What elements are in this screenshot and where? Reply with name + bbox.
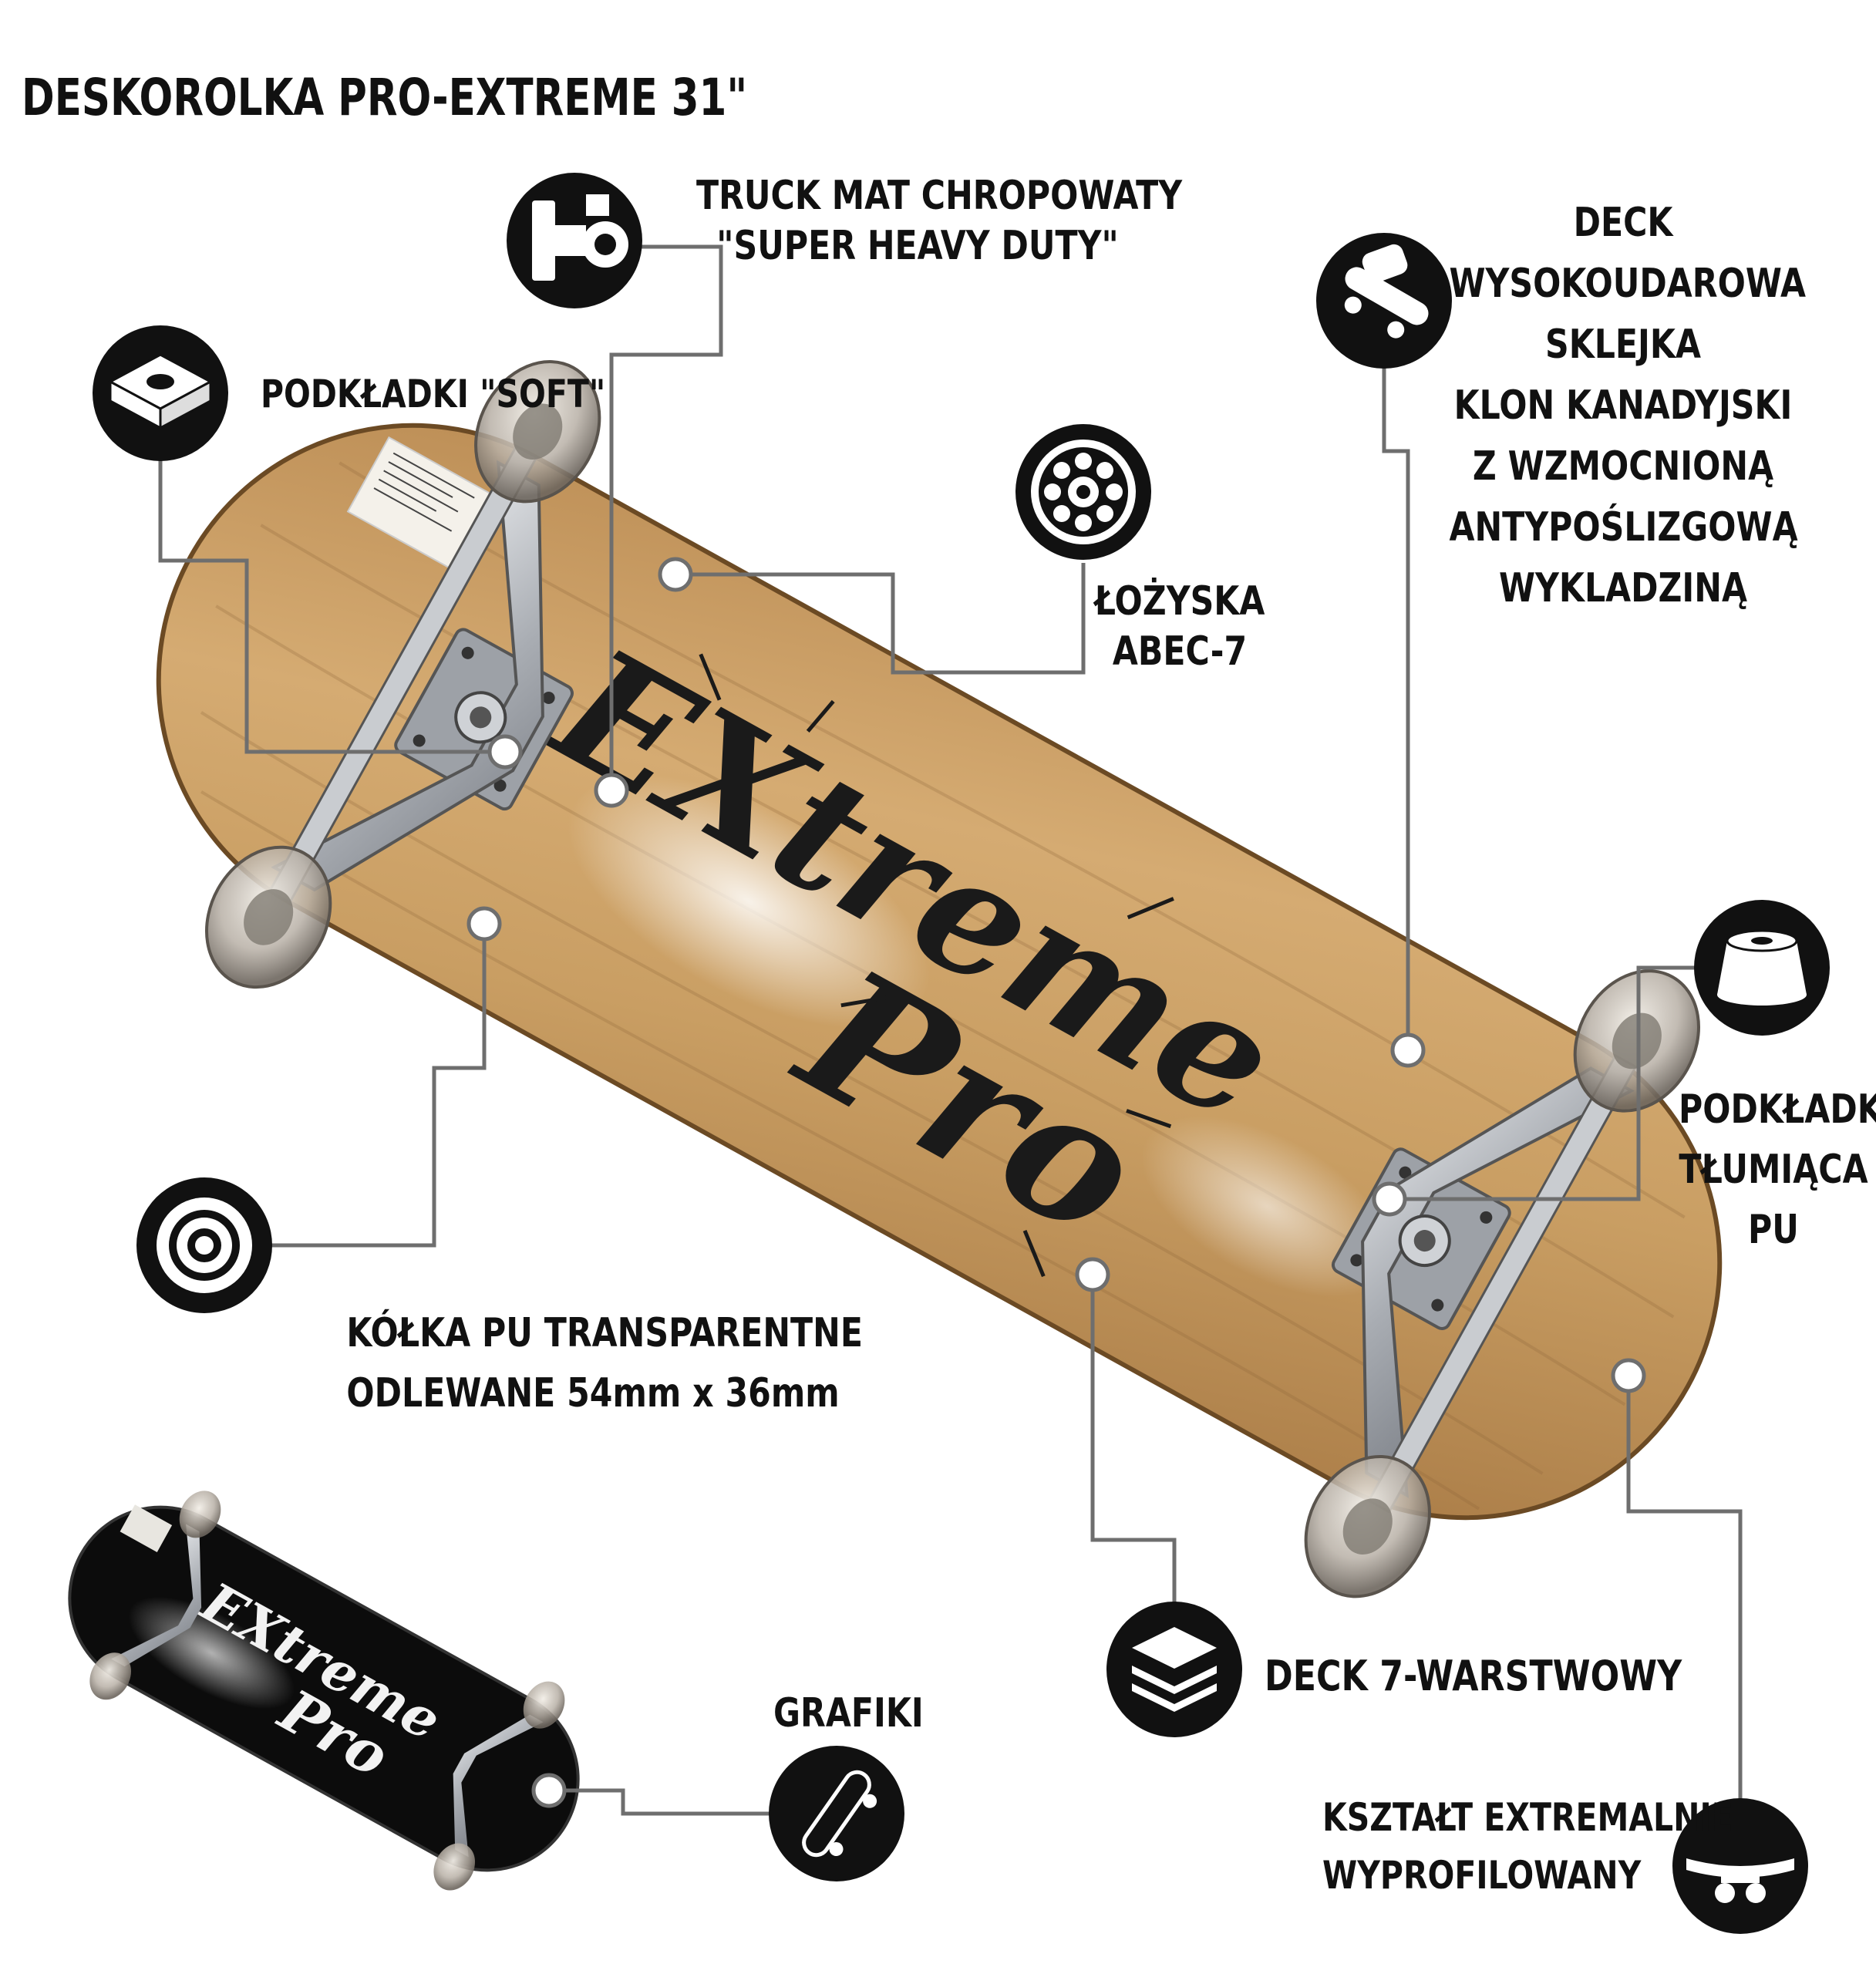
graphic-spikes [699, 653, 1174, 1278]
bushing-icon [1694, 900, 1830, 1036]
dot-truck [594, 773, 629, 808]
label-line: KLON KANADYJSKI [1453, 382, 1793, 429]
label-line: DECK 7-WARSTWOWY [1265, 1652, 1682, 1700]
skateboard-graphic-icon [769, 1746, 904, 1881]
label-line: "SUPER HEAVY DUTY" [716, 223, 1119, 269]
label-line: ANTYPOŚLIZGOWĄ [1449, 504, 1798, 551]
label-line: Z WZMOCNIONĄ [1472, 443, 1774, 490]
dot-layers [1075, 1257, 1110, 1292]
deck-icon [1316, 233, 1452, 369]
dot-deck [1390, 1032, 1426, 1068]
graphics-variant-skateboard: EXtreme Pro [68, 1491, 580, 1891]
label-truck: TRUCK MAT CHROPOWATY "SUPER HEAVY DUTY" [696, 171, 1183, 271]
connector-bushing [1389, 965, 1700, 1201]
label-line: SKLEJKA [1545, 322, 1701, 369]
connector-riser [158, 459, 505, 754]
label-graphics: GRAFIKI [773, 1689, 924, 1739]
label-line: PU [1748, 1207, 1799, 1253]
truck-left [204, 360, 601, 989]
connector-deck [1382, 366, 1410, 1050]
glare [1141, 1116, 1394, 1298]
label-bushing: PODKŁADKA TŁUMIĄCA PU [1679, 1080, 1876, 1260]
label-line: KÓŁKA PU TRANSPARENTNE [346, 1310, 863, 1356]
label-line: ABEC-7 [1112, 628, 1248, 675]
bearing-icon [1015, 424, 1151, 560]
dot-riser [487, 734, 523, 770]
connector-graphics [549, 1788, 771, 1816]
connector-lines [158, 244, 1743, 1816]
label-bearings: ŁOŻYSKA ABEC-7 [1085, 577, 1275, 677]
wheel-icon [136, 1177, 272, 1313]
dot-graphics [531, 1773, 567, 1808]
label-wheels: KÓŁKA PU TRANSPARENTNE ODLEWANE 54mm x 3… [346, 1303, 863, 1423]
glare [568, 774, 930, 1028]
connector-truck [609, 244, 723, 789]
connector-shape [1626, 1376, 1743, 1802]
truck-icon [507, 173, 642, 308]
connector-wheels [266, 924, 487, 1248]
label-line: PODKŁADKI "SOFT" [261, 372, 606, 416]
dot-bushing [1372, 1181, 1407, 1217]
layers-icon [1106, 1602, 1242, 1737]
dot-shape [1611, 1358, 1646, 1393]
connector-dots [466, 557, 1646, 1808]
concave-shape-icon [1672, 1798, 1808, 1934]
label-shape: KSZTAŁT EXTREMALNIE WYPROFILOWANY [1322, 1789, 1733, 1905]
label-line: WYPROFILOWANY [1322, 1853, 1642, 1898]
black-deck-truck-left [89, 1491, 221, 1700]
label-line: TRUCK MAT CHROPOWATY [696, 173, 1183, 219]
label-line: WYSOKOUDAROWA [1449, 261, 1806, 308]
dot-wheels [466, 906, 502, 942]
label-line: GRAFIKI [773, 1690, 924, 1737]
label-line: ODLEWANE 54mm x 36mm [346, 1370, 840, 1416]
label-line: PODKŁADKA [1679, 1086, 1876, 1133]
label-line: ŁOŻYSKA [1094, 578, 1265, 625]
riser-pad-icon [93, 325, 228, 461]
dot-bearings [658, 557, 693, 592]
connector-bearings [675, 563, 1086, 675]
label-deck: DECK WYSOKOUDAROWA SKLEJKA KLON KANADYJS… [1449, 193, 1806, 619]
label-riser: PODKŁADKI "SOFT" [261, 370, 605, 419]
label-line: DECK [1573, 200, 1673, 246]
label-layers: DECK 7-WARSTWOWY [1265, 1650, 1682, 1703]
page-title: DESKOROLKA PRO-EXTREME 31" [22, 68, 748, 127]
label-line: KSZTAŁT EXTREMALNIE [1322, 1795, 1733, 1840]
label-line: WYKLADZINĄ [1498, 565, 1747, 612]
black-deck-truck-right [433, 1681, 565, 1891]
label-line: TŁUMIĄCA [1679, 1147, 1868, 1193]
connector-layers [1090, 1275, 1177, 1604]
